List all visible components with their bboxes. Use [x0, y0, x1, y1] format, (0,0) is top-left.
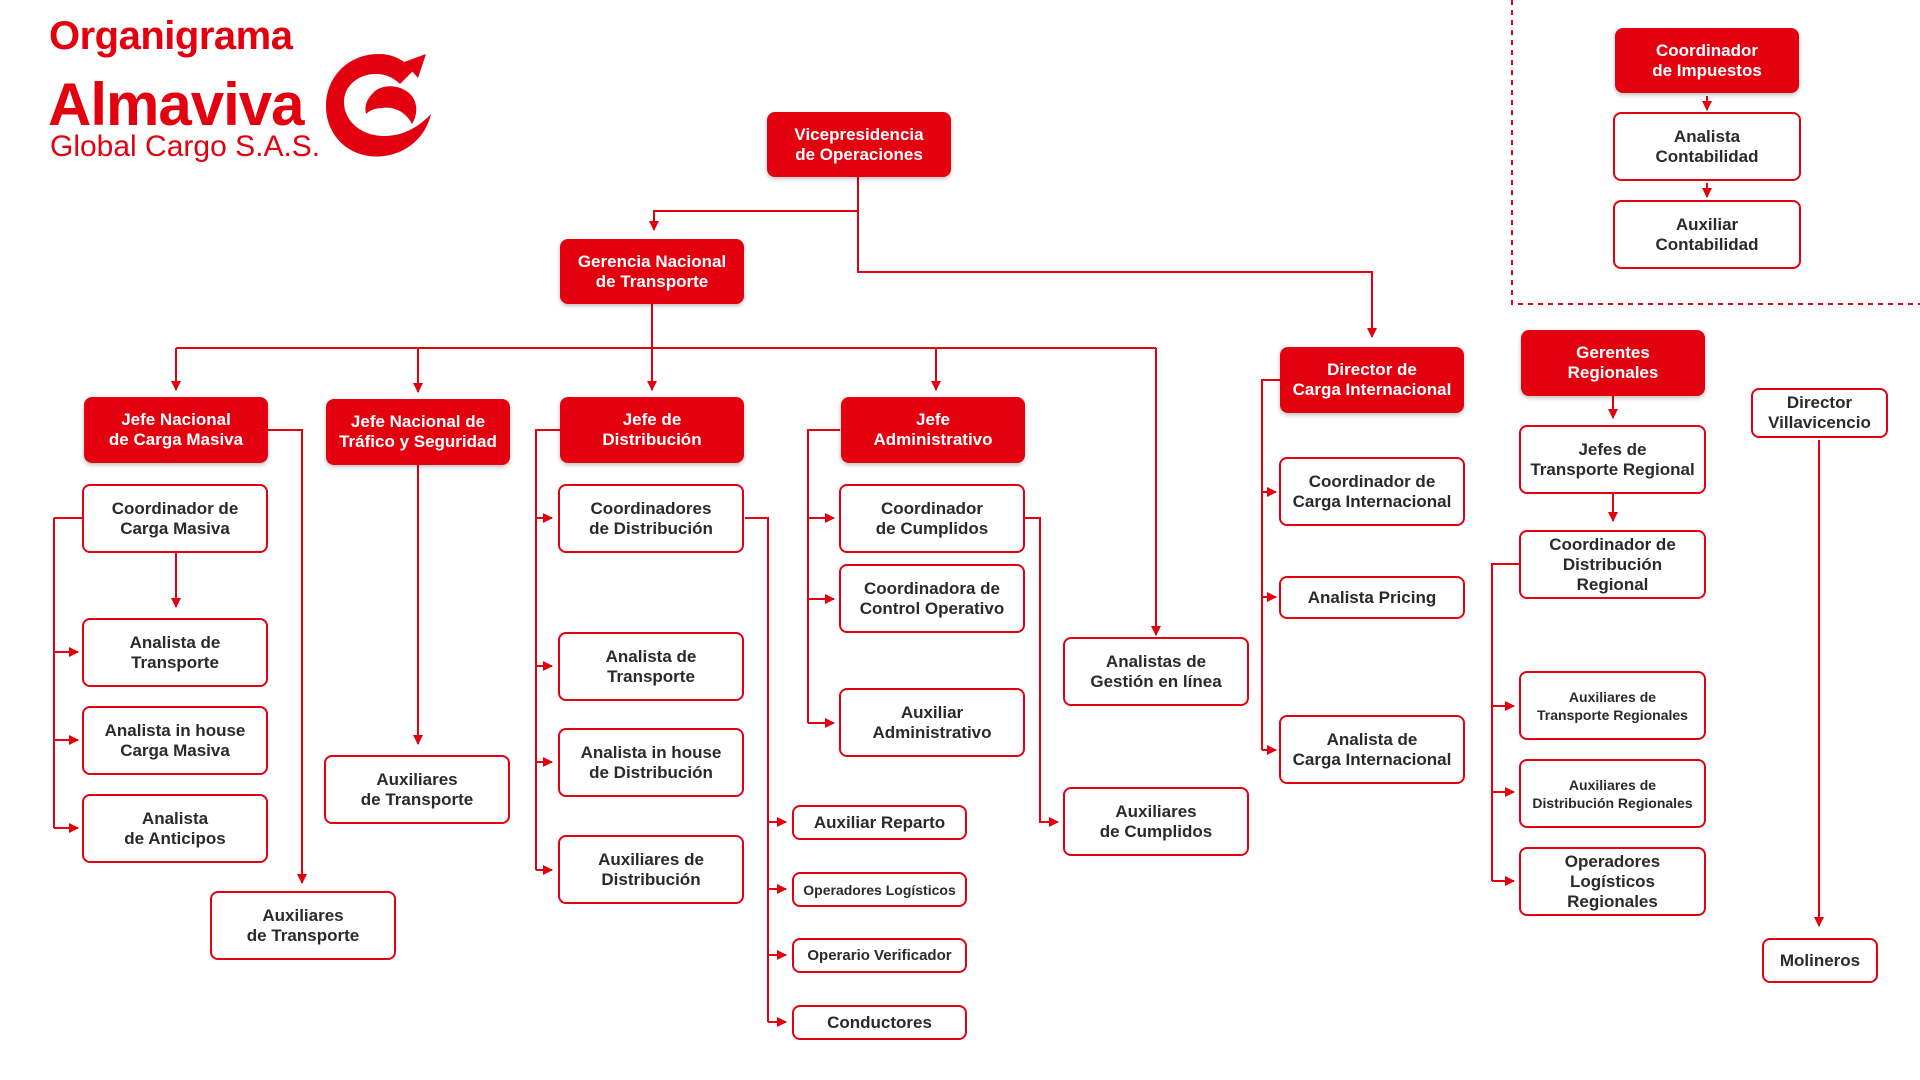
node-coordinadores-distribucion: Coordinadores de Distribución	[558, 484, 744, 553]
node-auxiliar-contabilidad: Auxiliar Contabilidad	[1613, 200, 1801, 269]
node-auxiliar-administrativo: Auxiliar Administrativo	[839, 688, 1025, 757]
node-vicepresidencia: Vicepresidencia de Operaciones	[767, 112, 951, 177]
node-director-carga-internacional: Director de Carga Internacional	[1280, 347, 1464, 413]
node-coordinador-impuestos: Coordinador de Impuestos	[1615, 28, 1799, 93]
node-auxiliares-transporte-regionales: Auxiliares de Transporte Regionales	[1519, 671, 1706, 740]
node-jefe-distribucion: Jefe de Distribución	[560, 397, 744, 463]
node-jefes-transporte-regional: Jefes de Transporte Regional	[1519, 425, 1706, 494]
chart-title: Organigrama	[49, 14, 293, 58]
node-auxiliares-cumplidos: Auxiliares de Cumplidos	[1063, 787, 1249, 856]
node-auxiliares-distribucion-regionales: Auxiliares de Distribución Regionales	[1519, 759, 1706, 828]
node-molineros: Molineros	[1762, 938, 1878, 983]
node-coordinador-carga-internacional: Coordinador de Carga Internacional	[1279, 457, 1465, 526]
node-analista-transporte-dist: Analista de Transporte	[558, 632, 744, 701]
node-analista-contabilidad: Analista Contabilidad	[1613, 112, 1801, 181]
node-operario-verificador: Operario Verificador	[792, 938, 967, 973]
node-auxiliar-reparto: Auxiliar Reparto	[792, 805, 967, 840]
node-analista-anticipos: Analista de Anticipos	[82, 794, 268, 863]
node-director-villavicencio: Director Villavicencio	[1751, 388, 1888, 438]
node-coordinador-carga-masiva: Coordinador de Carga Masiva	[82, 484, 268, 553]
node-jefe-administrativo: Jefe Administrativo	[841, 397, 1025, 463]
node-auxiliares-transporte-masiva: Auxiliares de Transporte	[210, 891, 396, 960]
node-gerentes-regionales: Gerentes Regionales	[1521, 330, 1705, 396]
node-analista-inhouse-masiva: Analista in house Carga Masiva	[82, 706, 268, 775]
node-analistas-gestion: Analistas de Gestión en línea	[1063, 637, 1249, 706]
node-analista-pricing: Analista Pricing	[1279, 576, 1465, 619]
node-operadores-logisticos: Operadores Logísticos	[792, 872, 967, 907]
node-conductores: Conductores	[792, 1005, 967, 1040]
node-coordinador-cumplidos: Coordinador de Cumplidos	[839, 484, 1025, 553]
node-analista-inhouse-dist: Analista in house de Distribución	[558, 728, 744, 797]
brand-name: Almaviva	[48, 71, 304, 138]
node-analista-transporte: Analista de Transporte	[82, 618, 268, 687]
brand-subtitle: Global Cargo S.A.S.	[50, 130, 321, 163]
node-jefe-carga-masiva: Jefe Nacional de Carga Masiva	[84, 397, 268, 463]
node-jefe-trafico: Jefe Nacional de Tráfico y Seguridad	[326, 399, 510, 465]
node-coordinador-distribucion-regional: Coordinador de Distribución Regional	[1519, 530, 1706, 599]
dashed-separator	[1511, 0, 1920, 305]
node-operadores-logisticos-regionales: Operadores Logísticos Regionales	[1519, 847, 1706, 916]
node-gerencia-nacional: Gerencia Nacional de Transporte	[560, 239, 744, 304]
node-coordinadora-control: Coordinadora de Control Operativo	[839, 564, 1025, 633]
node-auxiliares-distribucion: Auxiliares de Distribución	[558, 835, 744, 904]
node-auxiliares-transporte-trafico: Auxiliares de Transporte	[324, 755, 510, 824]
node-analista-carga-internacional: Analista de Carga Internacional	[1279, 715, 1465, 784]
almaviva-bird-logo-icon	[326, 54, 431, 157]
